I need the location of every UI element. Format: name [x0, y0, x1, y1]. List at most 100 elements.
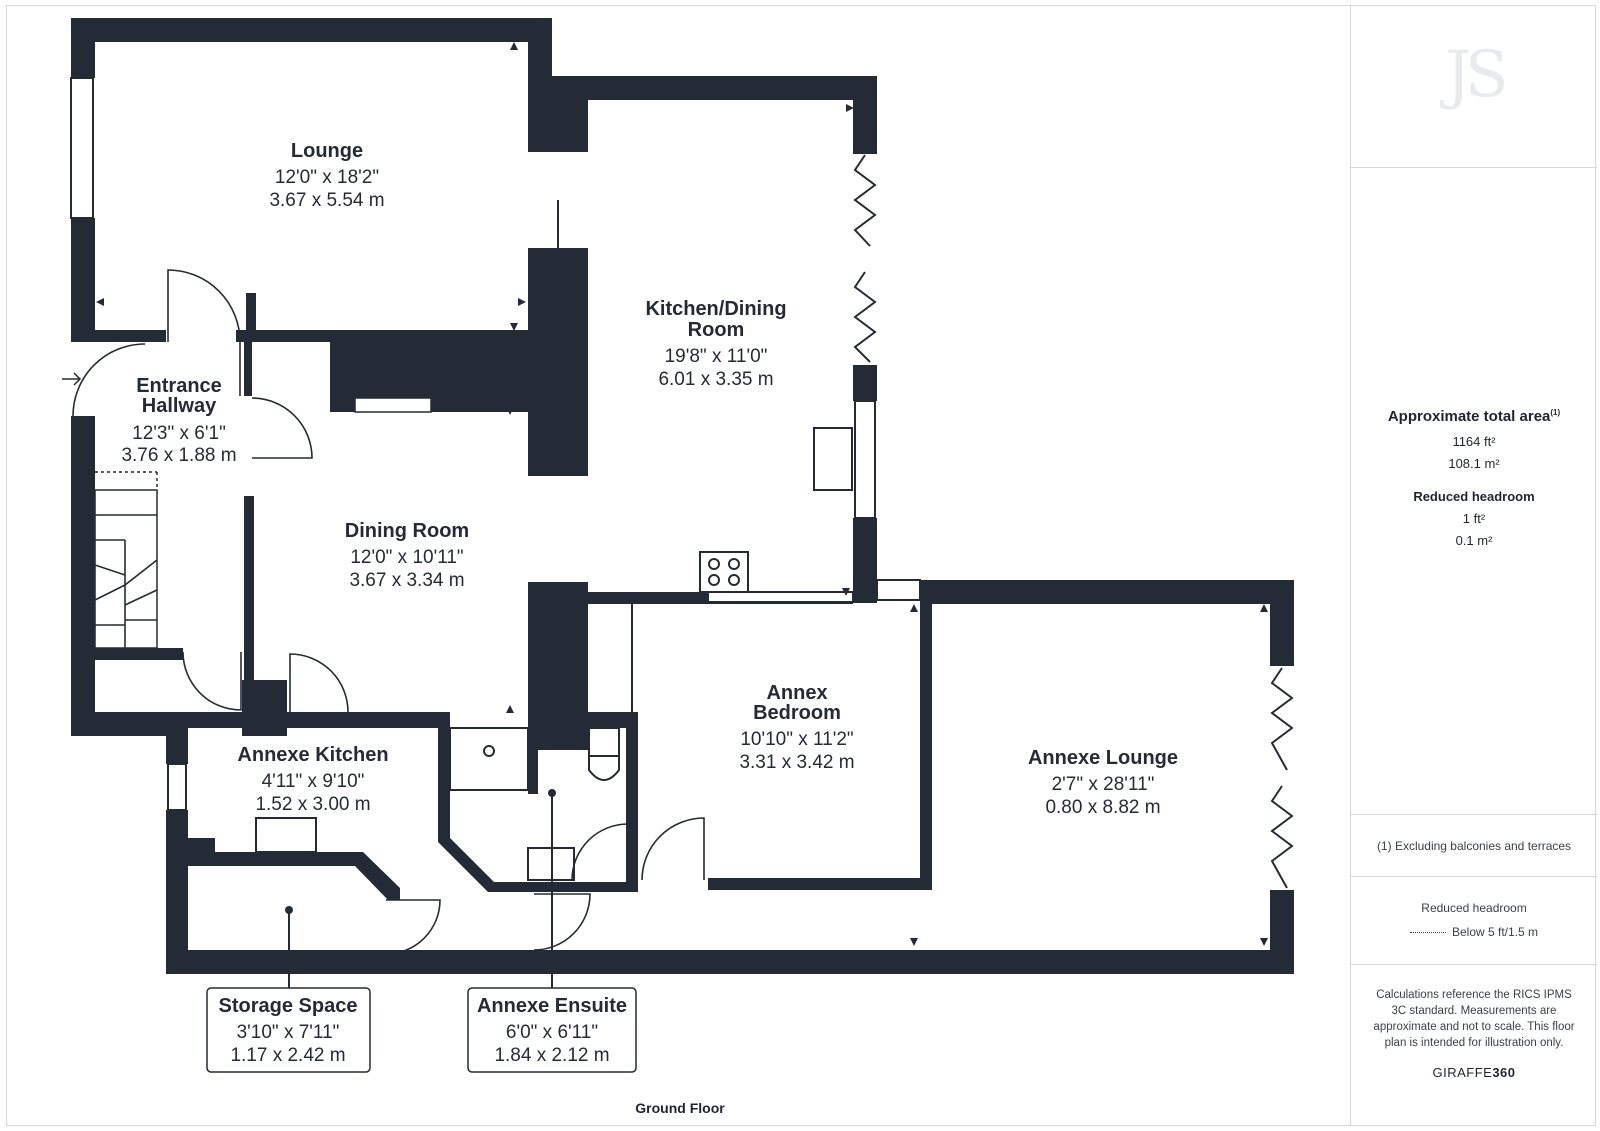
fireplace-hearth [354, 397, 432, 413]
floor-label: Ground Floor [635, 1100, 725, 1116]
wall [708, 878, 932, 890]
shower-tray [449, 727, 529, 791]
dotted-line-icon [1409, 932, 1446, 934]
hob-ring [708, 558, 720, 570]
svg-text:0.80 x 8.82 m: 0.80 x 8.82 m [1045, 797, 1160, 818]
svg-text:Storage Space: Storage Space [219, 995, 358, 1017]
calc-section: Calculations reference the RICS IPMS 3C … [1351, 965, 1597, 1126]
wall [853, 76, 877, 154]
svg-text:Entrance: Entrance [136, 375, 222, 397]
bifold-door [853, 271, 877, 363]
legend-item: Below 5 ft/1.5 m [1351, 925, 1597, 939]
svg-text:Annex: Annex [766, 682, 827, 704]
window [70, 77, 94, 219]
wall [188, 838, 400, 900]
svg-text:12'0" x 18'2": 12'0" x 18'2" [275, 167, 379, 188]
wall [244, 496, 254, 686]
wall [552, 100, 588, 152]
area-ft: 1164 ft² [1452, 434, 1496, 449]
svg-text:Bedroom: Bedroom [753, 702, 841, 724]
measurement-ticks [96, 42, 1268, 946]
room-label-kitchen-dining: Kitchen/Dining Room 19'8" x 11'0" 6.01 x… [645, 298, 786, 390]
svg-text:3.31 x 3.42 m: 3.31 x 3.42 m [739, 752, 854, 773]
wall [920, 580, 932, 890]
page-frame [6, 5, 1596, 1126]
svg-text:Hallway: Hallway [142, 395, 217, 417]
footnote-section: (1) Excluding balconies and terraces [1351, 815, 1597, 877]
logo-section: JS [1351, 5, 1597, 168]
floor-plan: Lounge 12'0" x 18'2" 3.67 x 5.54 m Kitch… [62, 18, 1294, 1073]
wall [71, 330, 166, 342]
door-swing [385, 899, 441, 955]
hob-ring [708, 574, 720, 586]
door-swing [251, 397, 313, 459]
svg-text:1.52 x 3.00 m: 1.52 x 3.00 m [255, 794, 370, 815]
reduced-m: 0.1 m² [1455, 533, 1493, 548]
bifold-door [1270, 785, 1294, 889]
kitchen-sink [813, 427, 853, 491]
svg-text:6.01 x 3.35 m: 6.01 x 3.35 m [658, 369, 773, 390]
shower-drain [483, 745, 495, 757]
room-label-storage-space: Storage Space 3'10" x 7'11" 1.17 x 2.42 … [206, 987, 371, 1073]
window [854, 400, 876, 519]
toilet-cistern [588, 727, 620, 757]
wall [1270, 890, 1294, 974]
reduced-headroom-title: Reduced headroom [1413, 489, 1535, 504]
svg-text:Room: Room [688, 319, 745, 341]
svg-text:1.17 x 2.42 m: 1.17 x 2.42 m [230, 1045, 345, 1066]
svg-text:1.84 x 2.12 m: 1.84 x 2.12 m [494, 1045, 609, 1066]
door-swing [571, 823, 629, 881]
reduced-ft: 1 ft² [1462, 511, 1486, 526]
svg-text:12'0" x 10'11": 12'0" x 10'11" [350, 547, 463, 568]
svg-text:3.67 x 3.34 m: 3.67 x 3.34 m [349, 570, 464, 591]
wall [528, 582, 588, 750]
wall [71, 218, 95, 340]
wall [1270, 580, 1294, 666]
wall [95, 648, 183, 660]
toilet-bowl [588, 755, 620, 781]
wall [588, 712, 638, 728]
legend-title: Reduced headroom [1421, 901, 1527, 915]
window [707, 591, 854, 603]
door-swing [182, 651, 242, 711]
bifold-door [853, 154, 877, 247]
wall [71, 416, 95, 736]
area-m: 108.1 m² [1448, 456, 1500, 471]
svg-text:Dining Room: Dining Room [345, 520, 469, 542]
svg-text:Kitchen/Dining: Kitchen/Dining [645, 298, 786, 320]
stair-treads [94, 514, 158, 648]
svg-text:Lounge: Lounge [291, 140, 363, 162]
legend-sidebar: JS Approximate total area(1) 1164 ft² 10… [1350, 5, 1597, 1126]
svg-text:3'10" x 7'11": 3'10" x 7'11" [237, 1022, 340, 1043]
brand-logo: GIRAFFE360 [1432, 1065, 1516, 1080]
front-door-swing [72, 343, 146, 417]
wall [166, 810, 188, 970]
wall [244, 340, 252, 396]
wall [71, 18, 95, 78]
wall [236, 330, 528, 342]
door-swing [641, 817, 705, 881]
svg-text:12'3" x 6'1": 12'3" x 6'1" [132, 423, 226, 444]
hob-ring [728, 574, 740, 586]
wall [246, 293, 256, 341]
svg-text:3.67 x 5.54 m: 3.67 x 5.54 m [269, 190, 384, 211]
wall [552, 76, 877, 100]
door-swing [167, 269, 241, 343]
svg-text:10'10" x 11'2": 10'10" x 11'2" [740, 729, 853, 750]
chimney-breast [528, 248, 588, 476]
footnote: (1) Excluding balconies and terraces [1376, 839, 1572, 853]
wall [166, 950, 1294, 974]
area-section: Approximate total area(1) 1164 ft² 108.1… [1351, 168, 1597, 815]
svg-text:4'11" x 9'10": 4'11" x 9'10" [262, 771, 365, 792]
bifold-door [1270, 667, 1294, 771]
svg-text:6'0" x 6'11": 6'0" x 6'11" [506, 1022, 598, 1043]
svg-text:19'8" x 11'0": 19'8" x 11'0" [665, 346, 768, 367]
wall [528, 728, 538, 794]
room-label-annexe-ensuite: Annexe Ensuite 6'0" x 6'11" 1.84 x 2.12 … [467, 987, 637, 1073]
svg-text:Annexe Kitchen: Annexe Kitchen [237, 744, 388, 766]
wall [853, 365, 877, 401]
room-label-annexe-kitchen: Annexe Kitchen 4'11" x 9'10" 1.52 x 3.00… [237, 744, 388, 815]
wall [71, 18, 552, 42]
sink-unit [255, 817, 317, 853]
room-label-dining-room: Dining Room 12'0" x 10'11" 3.67 x 3.34 m [345, 520, 469, 591]
